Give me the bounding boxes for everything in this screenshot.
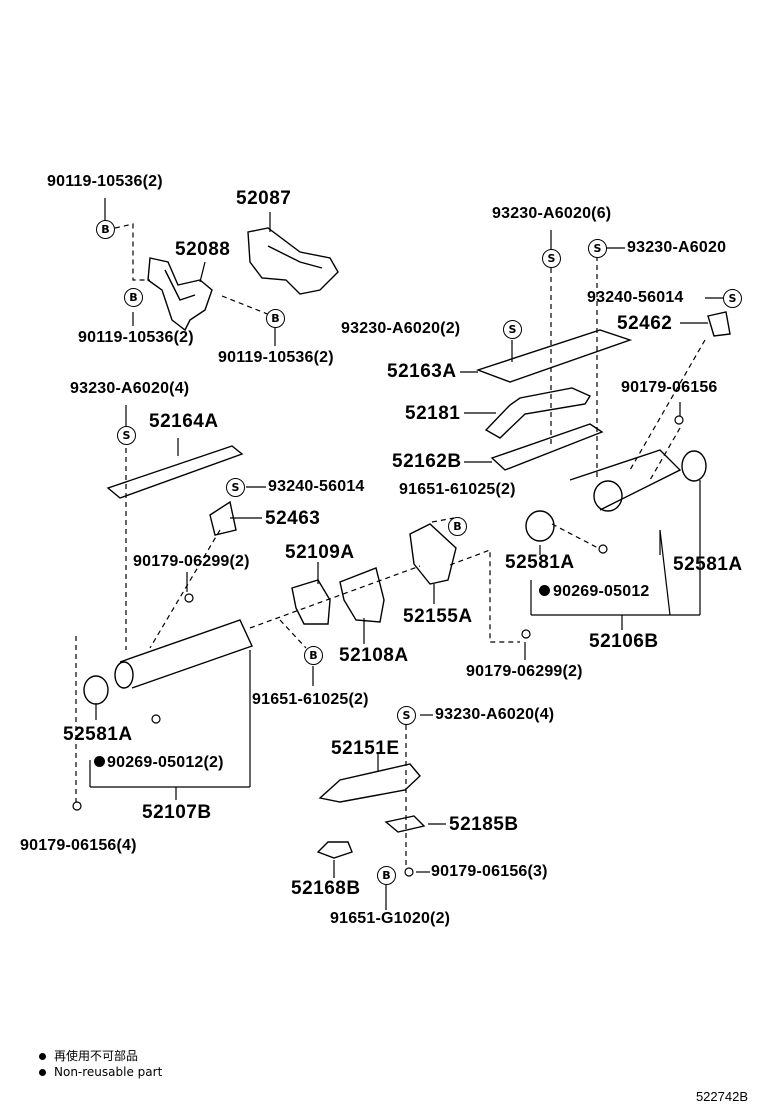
- part-label: 52581A: [673, 554, 743, 575]
- part-label: 52107B: [142, 802, 212, 823]
- part-label: 52185B: [449, 814, 519, 835]
- part-label: 52108A: [339, 645, 409, 666]
- part-label: 90179-06299(2): [133, 553, 250, 570]
- legend-line-japanese: 再使用不可部品: [39, 1047, 138, 1064]
- seal-symbol: S: [117, 426, 136, 445]
- seal-symbol: S: [503, 320, 522, 339]
- part-label: 52088: [175, 239, 231, 260]
- bolt-symbol: B: [377, 866, 396, 885]
- non-reusable-marker: [94, 756, 105, 767]
- part-label: 90269-05012(2): [107, 754, 224, 771]
- part-label: 90119-10536(2): [218, 349, 334, 366]
- part-label: 90179-06156(3): [431, 863, 548, 880]
- bolt-symbol: B: [96, 220, 115, 239]
- part-label: 93230-A6020(6): [492, 205, 612, 222]
- legend-dot-icon: [39, 1069, 46, 1076]
- part-label: 90179-06299(2): [466, 663, 583, 680]
- bolt-symbol: B: [124, 288, 143, 307]
- part-label: 93230-A6020(4): [435, 706, 555, 723]
- part-label: 52087: [236, 188, 292, 209]
- part-label: 52162B: [392, 451, 462, 472]
- part-label: 90119-10536(2): [47, 173, 163, 190]
- part-label: 52151E: [331, 738, 400, 759]
- bolt-symbol: B: [448, 517, 467, 536]
- part-label: 52181: [405, 403, 461, 424]
- part-label: 90269-05012: [553, 583, 650, 600]
- non-reusable-marker: [539, 585, 550, 596]
- part-label: 52155A: [403, 606, 473, 627]
- fastener-shapes: [72, 415, 684, 877]
- bolt-symbol: B: [266, 309, 285, 328]
- part-label: 52168B: [291, 878, 361, 899]
- part-label: 93240-56014: [587, 289, 684, 306]
- figure-id: 522742B: [695, 1089, 748, 1104]
- part-label: 91651-G1020(2): [330, 910, 451, 927]
- part-label: 52462: [617, 313, 673, 334]
- part-label: 91651-61025(2): [252, 691, 369, 708]
- part-label: 52163A: [387, 361, 457, 382]
- part-label: 91651-61025(2): [399, 481, 516, 498]
- seal-symbol: S: [226, 478, 245, 497]
- part-label: 90179-06156: [621, 379, 718, 396]
- seal-symbol: S: [542, 249, 561, 268]
- part-label: 93230-A6020(2): [341, 320, 461, 337]
- part-label: 52581A: [505, 552, 575, 573]
- part-label: 93230-A6020: [627, 239, 727, 256]
- part-label: 90179-06156(4): [20, 837, 137, 854]
- part-label: 52109A: [285, 542, 355, 563]
- part-label: 90119-10536(2): [78, 329, 194, 346]
- seal-symbol: S: [723, 289, 742, 308]
- seal-symbol: S: [397, 706, 416, 725]
- bolt-symbol: B: [304, 646, 323, 665]
- legend-text: 再使用不可部品: [54, 1049, 139, 1063]
- part-label: 52463: [265, 508, 321, 529]
- part-label: 52164A: [149, 411, 219, 432]
- part-label: 93240-56014: [268, 478, 365, 495]
- part-label: 52581A: [63, 724, 133, 745]
- legend-text: Non-reusable part: [54, 1065, 163, 1079]
- seal-symbol: S: [588, 239, 607, 258]
- legend-dot-icon: [39, 1053, 46, 1060]
- part-label: 52106B: [589, 631, 659, 652]
- leader-lines: [89, 198, 724, 910]
- legend-line-english: Non-reusable part: [39, 1065, 162, 1079]
- dashed-lines: [75, 223, 706, 866]
- part-label: 93230-A6020(4): [70, 380, 190, 397]
